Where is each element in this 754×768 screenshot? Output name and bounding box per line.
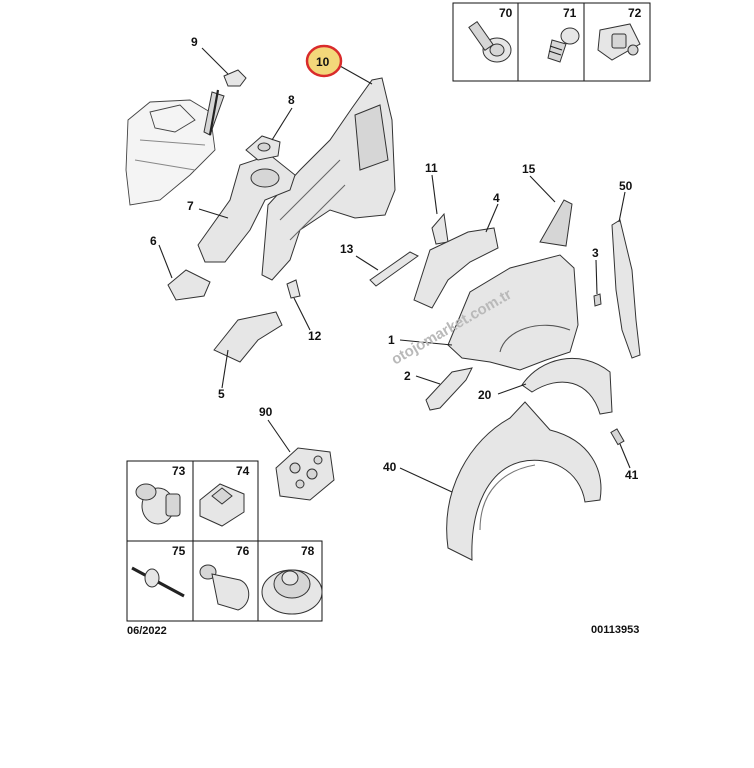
part-3-clip xyxy=(593,293,602,307)
part-50-seal-strip xyxy=(611,219,641,359)
callout-90: 90 xyxy=(259,405,273,419)
callout-1: 1 xyxy=(388,333,395,347)
part-6-bracket xyxy=(167,269,211,301)
callout-2: 2 xyxy=(404,369,411,383)
clip-73-icon xyxy=(135,483,181,525)
part-41-pin xyxy=(610,428,625,446)
part-1-front-wing xyxy=(447,254,579,371)
part-5-panel xyxy=(213,311,283,363)
part-15-triangle-trim xyxy=(539,199,573,247)
date-code: 06/2022 xyxy=(127,625,167,637)
label-76: 76 xyxy=(236,544,250,558)
callout-labels: 9 8 7 6 11 4 15 50 3 13 12 5 1 2 20 90 4… xyxy=(150,35,639,482)
grommet-78-icon xyxy=(261,569,323,615)
rivet-75-icon xyxy=(131,566,185,598)
callout-11: 11 xyxy=(425,161,438,175)
rivet-nut-76-icon xyxy=(199,564,250,611)
callout-5: 5 xyxy=(218,387,225,401)
label-70: 70 xyxy=(499,6,513,20)
callout-41: 41 xyxy=(625,468,639,482)
label-71: 71 xyxy=(563,6,577,20)
callout-50: 50 xyxy=(619,179,633,193)
callout-10: 10 xyxy=(316,55,330,69)
label-72: 72 xyxy=(628,6,642,20)
part-7-wheelhouse-bracket xyxy=(197,154,296,263)
part-11-bracket xyxy=(431,212,449,245)
fastener-box-bottom: 73 74 75 76 78 xyxy=(126,460,323,622)
callout-6: 6 xyxy=(150,234,157,248)
callout-13: 13 xyxy=(340,242,354,256)
callout-10-highlight: 10 xyxy=(305,44,343,78)
part-13-strip xyxy=(369,251,419,287)
callout-8: 8 xyxy=(288,93,295,107)
part-2-bracket xyxy=(425,367,473,411)
label-73: 73 xyxy=(172,464,186,478)
callout-15: 15 xyxy=(522,162,536,176)
leader-lines xyxy=(158,47,631,493)
part-12-clip xyxy=(286,279,301,299)
part-10-inner-wing-panel xyxy=(261,77,396,281)
callout-3: 3 xyxy=(592,246,599,260)
callout-4: 4 xyxy=(493,191,500,205)
callout-9: 9 xyxy=(191,35,198,49)
reference-number: 00113953 xyxy=(591,624,639,636)
callout-7: 7 xyxy=(187,199,194,213)
clip-nut-icon xyxy=(597,23,641,61)
screw-icon xyxy=(547,27,580,63)
push-clip-icon xyxy=(468,20,512,63)
part-20-wheel-arch-trim xyxy=(521,357,613,415)
body-outline xyxy=(125,91,225,206)
clip-74-icon xyxy=(199,483,245,527)
callout-20: 20 xyxy=(478,388,492,402)
label-74: 74 xyxy=(236,464,250,478)
part-8-support-cup xyxy=(245,135,281,161)
fastener-box-top: 70 71 72 xyxy=(452,2,651,82)
part-90-fastener-kit xyxy=(275,447,335,501)
part-9-clip xyxy=(223,69,247,87)
label-78: 78 xyxy=(301,544,315,558)
callout-12: 12 xyxy=(308,329,322,343)
label-75: 75 xyxy=(172,544,186,558)
part-40-wheel-arch-liner xyxy=(446,401,602,561)
callout-40: 40 xyxy=(383,460,397,474)
part-4-inner-liner xyxy=(413,227,499,309)
